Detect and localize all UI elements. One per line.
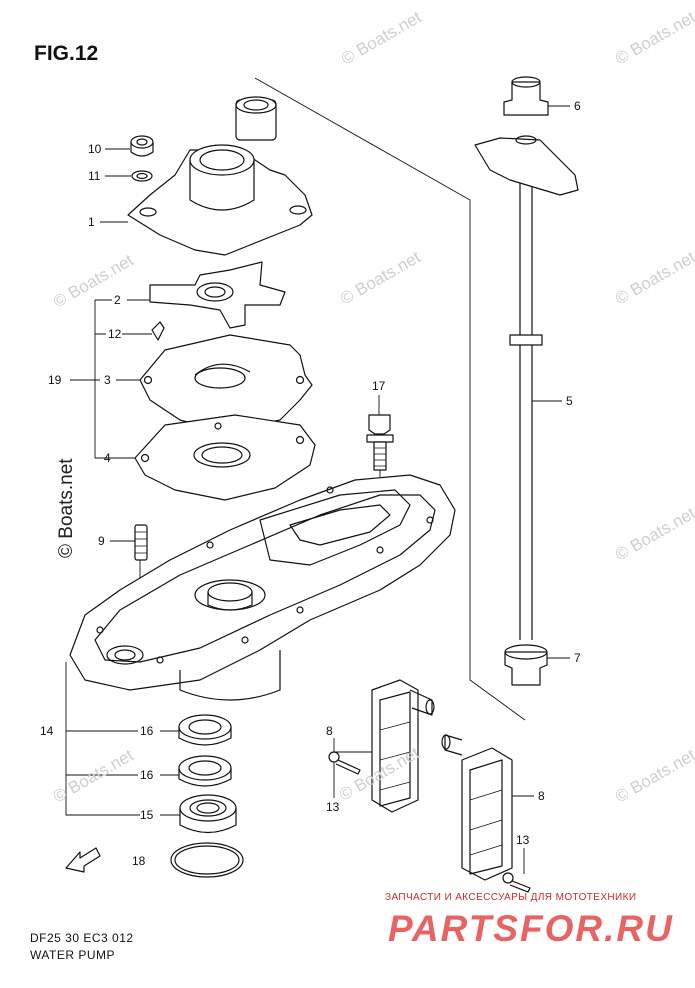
callout-8: 8: [538, 789, 545, 803]
bracket-19: [94, 300, 130, 459]
leader-8a: [333, 738, 372, 753]
washer: [130, 135, 154, 157]
assembly-guide-line: [254, 77, 526, 721]
o-ring-small: [131, 170, 153, 182]
callout-4: 4: [104, 451, 111, 465]
callout-6: 6: [574, 99, 581, 113]
callout-3: 3: [104, 373, 111, 387]
impeller: [149, 261, 286, 329]
watermark-vertical: © Boats.net: [56, 458, 77, 558]
callout-9: 9: [98, 534, 105, 548]
callout-10: 10: [88, 142, 102, 156]
callout-5: 5: [566, 394, 573, 408]
pump-case: [127, 96, 313, 256]
oil-seal-upper: [178, 714, 232, 746]
seal-plate-left: [371, 679, 435, 813]
callout-12: 12: [108, 327, 122, 341]
figure-title: FIG.12: [34, 42, 99, 65]
tapping-screw-right: [502, 872, 531, 893]
bracket-14: [65, 662, 140, 816]
shop-tagline: ЗАПЧАСТИ И АКСЕССУАРЫ ДЛЯ МОТОТЕХНИКИ: [385, 892, 637, 903]
callout-13: 13: [516, 833, 530, 847]
callout-8: 8: [326, 724, 333, 738]
callout-13: 13: [326, 800, 340, 814]
callout-15: 15: [140, 808, 154, 822]
pump-plate: [139, 334, 313, 433]
pump-gasket: [134, 414, 316, 501]
figure-caption: WATER PUMP: [30, 948, 115, 962]
tube-grommet-lower: [504, 644, 548, 686]
callout-1: 1: [88, 215, 95, 229]
bolt: [366, 414, 394, 471]
callout-17: 17: [372, 379, 386, 393]
lower-plate: [69, 474, 456, 701]
oil-seal-lower: [178, 755, 232, 787]
shop-logo: PARTSFOR.RU: [388, 908, 674, 949]
callout-7: 7: [574, 651, 581, 665]
model-code: DF25 30 EC3 012: [30, 931, 134, 945]
bushing: [179, 794, 237, 834]
callout-18: 18: [132, 854, 146, 868]
water-tube: [474, 135, 579, 640]
callout-2: 2: [114, 293, 121, 307]
o-ring-large: [170, 842, 244, 878]
seal-plate-right: [441, 734, 513, 881]
impeller-key: [151, 321, 165, 341]
callout-11: 11: [88, 169, 101, 183]
dowel-pin: [134, 524, 148, 561]
tube-grommet-upper: [503, 76, 549, 116]
forward-arrow-icon: [65, 847, 101, 873]
callout-16: 16: [140, 768, 154, 782]
callout-14: 14: [40, 724, 54, 738]
callout-16: 16: [140, 724, 154, 738]
callout-19: 19: [48, 373, 62, 387]
